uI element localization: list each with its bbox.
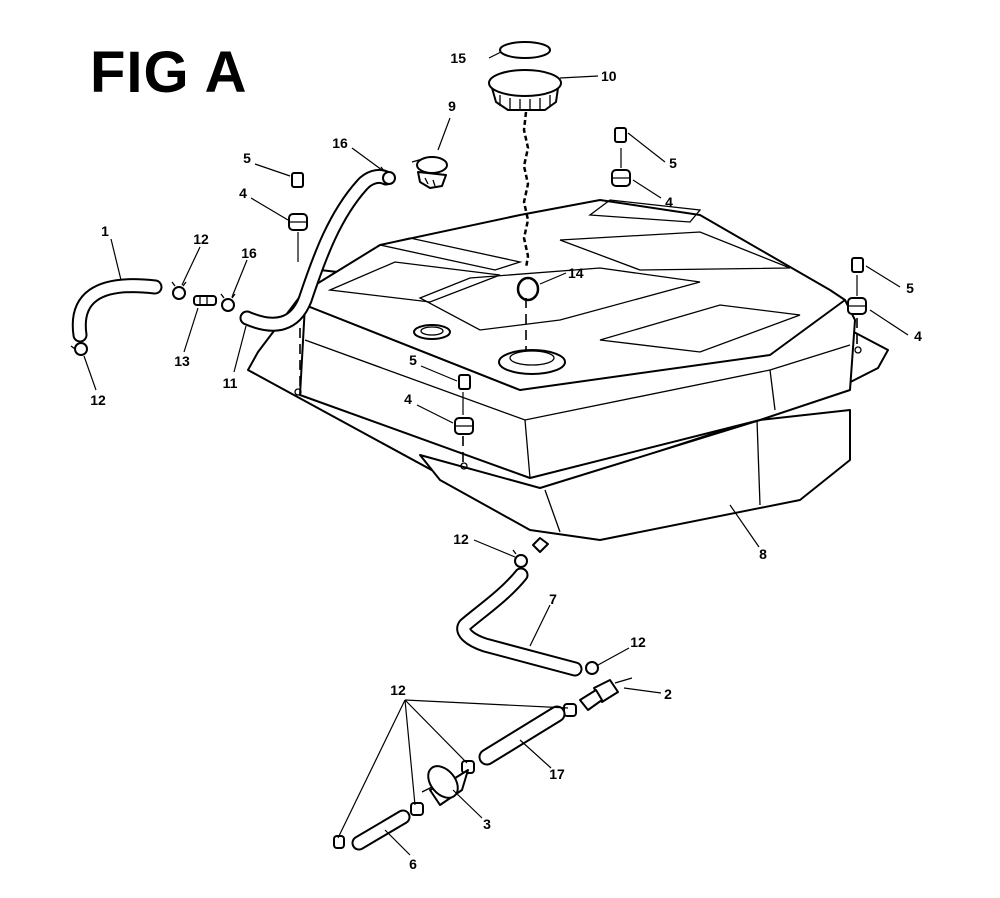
fuel-tank	[247, 199, 889, 553]
fuel-cap	[488, 69, 562, 111]
o-ring	[516, 276, 540, 302]
hose-clamp	[512, 549, 528, 568]
callout-4: 4	[914, 328, 922, 344]
cap-chain	[522, 111, 530, 269]
hose-clamp	[585, 661, 599, 675]
callout-labels: 15 10 9 16 5 4 5 4 5 4 5 4 14 1 12 16 13…	[90, 50, 922, 872]
callout-12: 12	[193, 231, 209, 247]
callout-5: 5	[906, 280, 914, 296]
grommet	[454, 417, 474, 435]
callout-4: 4	[239, 185, 247, 201]
callout-3: 3	[483, 816, 491, 832]
spacer	[458, 374, 471, 390]
callout-8: 8	[759, 546, 767, 562]
callout-15: 15	[450, 50, 466, 66]
callout-10: 10	[601, 68, 617, 84]
callout-12: 12	[453, 531, 469, 547]
callout-12: 12	[630, 634, 646, 650]
grommet	[847, 297, 867, 315]
hose-clamp	[70, 342, 88, 356]
callout-7: 7	[549, 591, 557, 607]
hose-clamp	[563, 703, 577, 717]
callout-17: 17	[549, 766, 565, 782]
callout-14: 14	[568, 265, 584, 281]
callout-9: 9	[448, 98, 456, 114]
callout-5: 5	[669, 155, 677, 171]
vent-valve	[411, 156, 448, 189]
hose-clamp	[410, 802, 424, 816]
callout-12: 12	[90, 392, 106, 408]
callout-5: 5	[243, 150, 251, 166]
shutoff-valve	[579, 677, 633, 711]
spacer	[614, 127, 627, 143]
callout-5: 5	[409, 352, 417, 368]
grommet	[611, 169, 631, 187]
callout-13: 13	[174, 353, 190, 369]
callout-2: 2	[664, 686, 672, 702]
callout-1: 1	[101, 223, 109, 239]
callout-12: 12	[390, 682, 406, 698]
cap-gasket	[499, 41, 551, 59]
hose-clamp	[220, 293, 236, 312]
hose-clamp	[333, 835, 345, 849]
hose-clamp	[171, 281, 187, 300]
callout-6: 6	[409, 856, 417, 872]
hose-fitting	[193, 295, 217, 306]
spacer	[851, 257, 864, 273]
spacer	[291, 172, 304, 188]
callout-4: 4	[404, 391, 412, 407]
hose-clamp	[380, 166, 396, 185]
leader-lines	[83, 51, 909, 856]
callout-16: 16	[241, 245, 257, 261]
callout-4: 4	[665, 194, 673, 210]
callout-16: 16	[332, 135, 348, 151]
callout-11: 11	[223, 375, 238, 391]
grommet	[288, 213, 308, 231]
fuel-filter	[421, 765, 469, 806]
figure-title: FIG A	[90, 40, 248, 105]
